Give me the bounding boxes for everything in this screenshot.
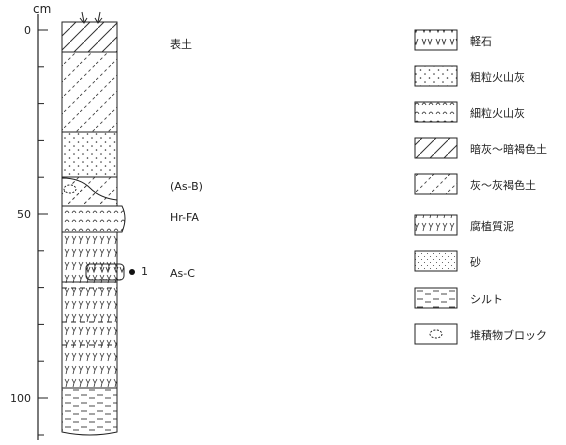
sample-point-label: 1: [141, 265, 148, 278]
layer-label-hr-fa: Hr-FA: [170, 211, 199, 224]
layer-as-c-pumice-lens: [85, 263, 125, 281]
top-arrow-icon: [94, 11, 103, 24]
layer-hr-fa: [61, 205, 126, 233]
top-arrow-icon: [79, 11, 88, 24]
legend-label-fine-ash: 細粒火山灰: [470, 107, 525, 120]
legend-sediment-block-icon: [429, 329, 443, 339]
legend-label-pumice: 軽石: [470, 35, 492, 48]
layer-gray-brown-soil: [61, 51, 118, 133]
tick-label-0: 0: [24, 24, 31, 37]
legend-swatch-dark-gray-brown-soil: [414, 137, 458, 159]
layer-label-topsoil: 表土: [170, 38, 192, 51]
legend-swatch-fine-ash: [414, 101, 458, 123]
layer-coarse-ash: [61, 131, 118, 178]
legend-label-gray-brown-soil: 灰～灰褐色土: [470, 179, 536, 192]
legend: [414, 29, 458, 345]
legend-label-coarse-ash: 粗粒火山灰: [470, 71, 525, 84]
tick-label-50: 50: [17, 208, 31, 221]
legend-label-humic-mud: 腐植質泥: [470, 220, 514, 233]
stratigraphic-column: [61, 11, 135, 436]
legend-label-sand: 砂: [470, 256, 481, 269]
layer-humic-mud-lower: [61, 281, 118, 389]
legend-swatch-silt: [414, 287, 458, 309]
layer-silt: [61, 387, 118, 436]
legend-swatch-pumice: [414, 29, 458, 51]
legend-swatch-humic-mud: [414, 214, 458, 236]
layer-label-as-b: (As-B): [170, 180, 203, 193]
layer-label-as-c: As-C: [170, 267, 195, 280]
depth-scale: cm 0 50 100: [10, 2, 51, 440]
tick-label-100: 100: [10, 392, 31, 405]
legend-label-sediment-block: 堆積物ブロック: [470, 329, 547, 342]
layer-topsoil-upper: [61, 21, 118, 53]
legend-swatch-coarse-ash: [414, 65, 458, 87]
legend-label-silt: シルト: [470, 293, 503, 306]
legend-swatch-gray-brown-soil: [414, 173, 458, 195]
legend-label-dark-gray-brown-soil: 暗灰～暗褐色土: [470, 143, 547, 156]
legend-swatch-sand: [414, 250, 458, 272]
as-b-block-boundary: [61, 177, 118, 207]
sample-point-marker: [129, 269, 135, 275]
sediment-block-icon: [63, 184, 77, 194]
scale-unit-label: cm: [33, 2, 51, 16]
